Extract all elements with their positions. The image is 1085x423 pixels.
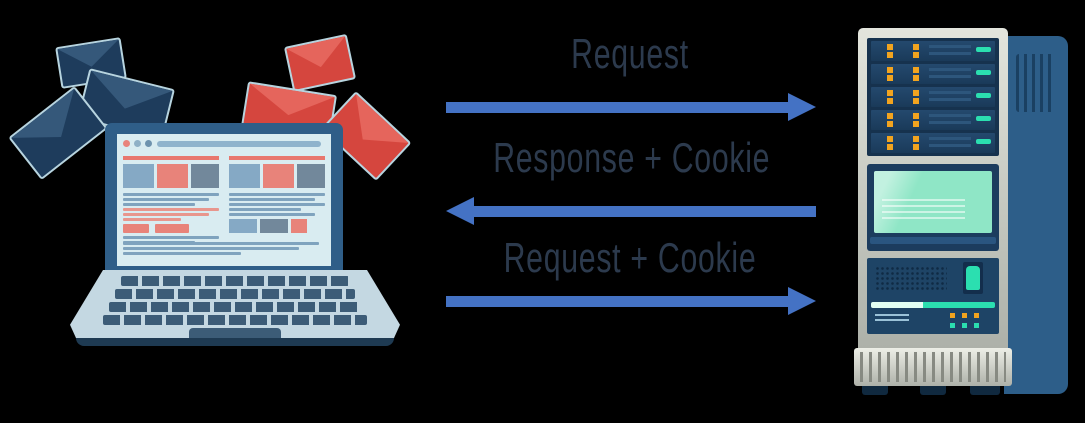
heading-bar — [229, 156, 325, 160]
url-bar — [157, 141, 321, 147]
status-led — [976, 139, 991, 144]
image-tiles — [229, 219, 325, 233]
status-led — [976, 70, 991, 75]
rack-units — [867, 38, 999, 156]
flow-label-response-cookie: Response + Cookie — [493, 134, 771, 181]
rack-unit — [871, 64, 995, 84]
server-logo — [875, 314, 909, 324]
browser-dot — [134, 140, 141, 147]
response-cookie-arrow — [446, 197, 816, 225]
browser-dot — [145, 140, 152, 147]
server-tower — [858, 28, 1008, 354]
browser-dot — [123, 140, 130, 147]
arrow-head — [446, 197, 474, 225]
server-foot — [862, 386, 888, 395]
arrow-head — [788, 287, 816, 315]
control-panel — [867, 258, 999, 334]
rack-unit — [871, 110, 995, 130]
client-illustration — [0, 0, 430, 423]
server-foot — [970, 386, 1000, 395]
laptop-screen — [105, 123, 343, 273]
status-light-strip — [871, 302, 995, 308]
server-foot — [920, 386, 946, 395]
laptop-keyboard — [70, 270, 400, 346]
server-illustration — [854, 28, 1078, 408]
server-base — [854, 348, 1012, 386]
rack-unit — [871, 87, 995, 107]
status-led — [976, 47, 991, 52]
heading-bar — [123, 156, 219, 160]
buttons-row — [123, 224, 219, 233]
arrow-shaft — [473, 206, 816, 217]
teal-led-row — [950, 323, 983, 328]
monitor-shelf — [870, 237, 996, 244]
flow-label-request-cookie: Request + Cookie — [503, 234, 757, 281]
arrow-shaft — [446, 296, 789, 307]
browser-window — [117, 134, 331, 266]
flow-label-request: Request — [571, 30, 689, 77]
monitor-screen — [874, 171, 992, 233]
email-icon — [283, 33, 357, 93]
request-arrow — [446, 93, 816, 121]
vent-perforation — [875, 266, 947, 292]
footer-text-lines — [123, 242, 319, 257]
laptop-bottom-edge — [76, 338, 394, 346]
power-button — [963, 262, 983, 294]
server-side-panel — [1004, 36, 1068, 394]
laptop-icon — [70, 120, 400, 350]
vent-slats — [1016, 54, 1056, 112]
status-led — [976, 116, 991, 121]
envelope-flap — [286, 36, 353, 90]
request-cookie-arrow — [446, 287, 816, 315]
arrow-shaft — [446, 102, 789, 113]
webpage-column — [123, 156, 219, 246]
status-led — [976, 93, 991, 98]
image-tiles — [229, 164, 325, 188]
server-monitor — [867, 164, 999, 251]
webpage-column — [229, 156, 325, 236]
rack-unit — [871, 41, 995, 61]
orange-led-row — [950, 313, 983, 318]
rack-unit — [871, 133, 995, 153]
arrow-head — [788, 93, 816, 121]
image-tiles — [123, 164, 219, 188]
message-flows: Request Response + Cookie Request + Cook… — [440, 0, 820, 423]
